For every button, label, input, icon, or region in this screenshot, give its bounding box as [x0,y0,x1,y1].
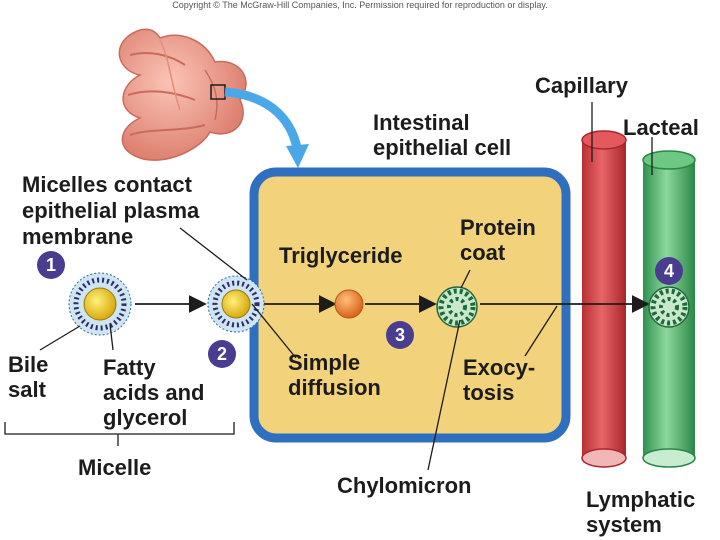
simple-diffusion-label: Simple diffusion [288,350,381,400]
fatty-acids-line1: Fatty [103,355,156,380]
bile-salt-line1: Bile [8,352,49,377]
micelle-1 [68,272,132,336]
chylomicron-in-cell [436,286,478,328]
chylomicron-in-lacteal [648,286,690,328]
exocytosis-label: Exocy- tosis [463,355,535,405]
lacteal-label: Lacteal [623,115,699,140]
fatty-acids-label: Fatty acids and glycerol [103,355,204,430]
micelles-contact-line2: epithelial plasma [22,198,200,223]
protein-coat-line2: coat [460,240,506,265]
chylomicron-label: Chylomicron [337,473,472,498]
step-3-badge: 3 [386,321,414,349]
micelle-bracket [4,422,235,446]
exocytosis-line1: Exocy- [463,355,536,380]
micelle-label: Micelle [78,455,152,480]
exocytosis-line2: tosis [463,380,515,405]
simple-diffusion-line2: diffusion [288,375,381,400]
micelle-2 [207,275,265,333]
step-2-badge: 2 [208,340,236,368]
step-4-badge: 4 [655,257,683,285]
fatty-acids-line2: acids and [103,380,205,405]
fatty-acids-line3: glycerol [103,405,188,430]
capillary-vessel [581,130,627,468]
triglyceride-droplet [334,289,364,319]
lymphatic-line1: Lymphatic [586,487,696,512]
simple-diffusion-line1: Simple [288,350,361,375]
triglyceride-label: Triglyceride [279,243,403,268]
copyright-notice: Copyright © The McGraw-Hill Companies, I… [172,0,548,10]
bile-salt-label: Bile salt [8,352,48,402]
small-intestine-illustration [118,28,247,161]
micelles-contact-label: Micelles contact epithelial plasma membr… [22,172,199,250]
zoom-arrow [224,87,302,150]
protein-coat-line1: Protein [460,215,536,240]
bile-salt-line2: salt [8,377,46,402]
step-1-badge: 1 [37,251,65,279]
leader-lines [39,102,653,471]
lymphatic-line2: system [586,512,662,537]
protein-coat-label: Protein coat [460,215,536,265]
intestinal-cell-label-line2: epithelial cell [373,135,512,160]
micelles-contact-line1: Micelles contact [22,172,192,197]
intestinal-cell-label-line1: Intestinal [373,110,470,135]
intestinal-cell-label: Intestinal epithelial cell [373,110,511,160]
capillary-label: Capillary [535,73,628,98]
micelles-contact-line3: membrane [22,224,134,249]
lymphatic-system-label: Lymphatic system [586,487,695,537]
